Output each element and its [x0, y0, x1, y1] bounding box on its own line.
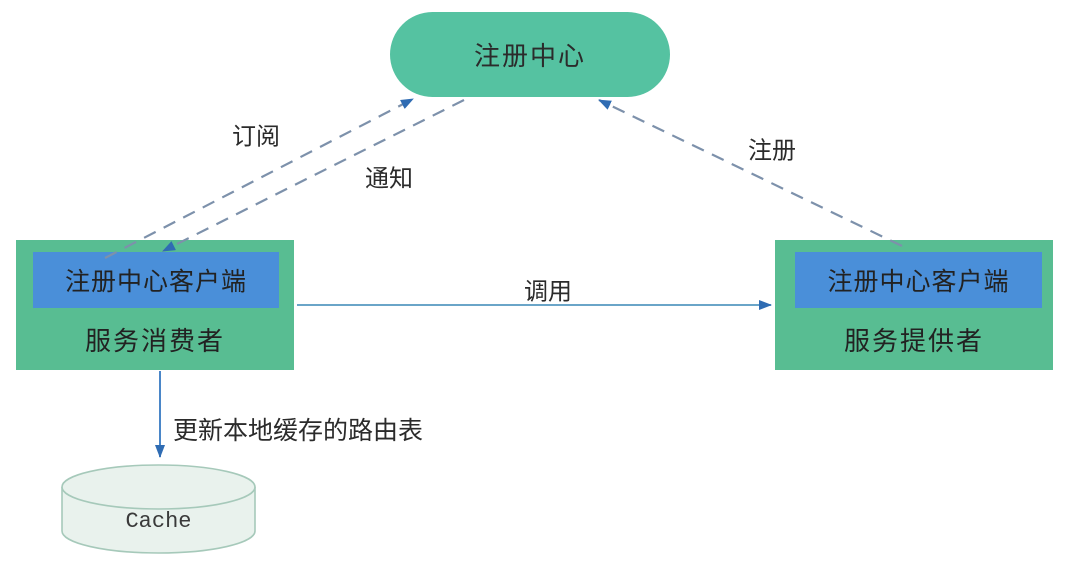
- provider-client-label: 注册中心客户端: [827, 268, 1010, 296]
- register-arrow: [598, 99, 903, 247]
- provider-label: 服务提供者: [843, 325, 984, 356]
- subscribe-label: 订阅: [232, 123, 280, 151]
- update-cache-label: 更新本地缓存的路由表: [173, 417, 424, 445]
- registry-node: 注册中心: [390, 12, 670, 97]
- provider-client-box: 注册中心客户端: [795, 252, 1042, 308]
- consumer-label: 服务消费者: [84, 325, 225, 356]
- notify-arrow: [162, 99, 465, 252]
- cache-label: Cache: [125, 508, 192, 534]
- registry-label: 注册中心: [473, 41, 586, 71]
- notify-label: 通知: [365, 165, 413, 193]
- consumer-client-label: 注册中心客户端: [64, 268, 247, 296]
- consumer-node: 注册中心客户端 服务消费者: [16, 240, 294, 370]
- consumer-client-box: 注册中心客户端: [33, 252, 279, 308]
- provider-node: 注册中心客户端 服务提供者: [775, 240, 1053, 370]
- register-label: 注册: [748, 137, 796, 165]
- invoke-label: 调用: [524, 278, 572, 306]
